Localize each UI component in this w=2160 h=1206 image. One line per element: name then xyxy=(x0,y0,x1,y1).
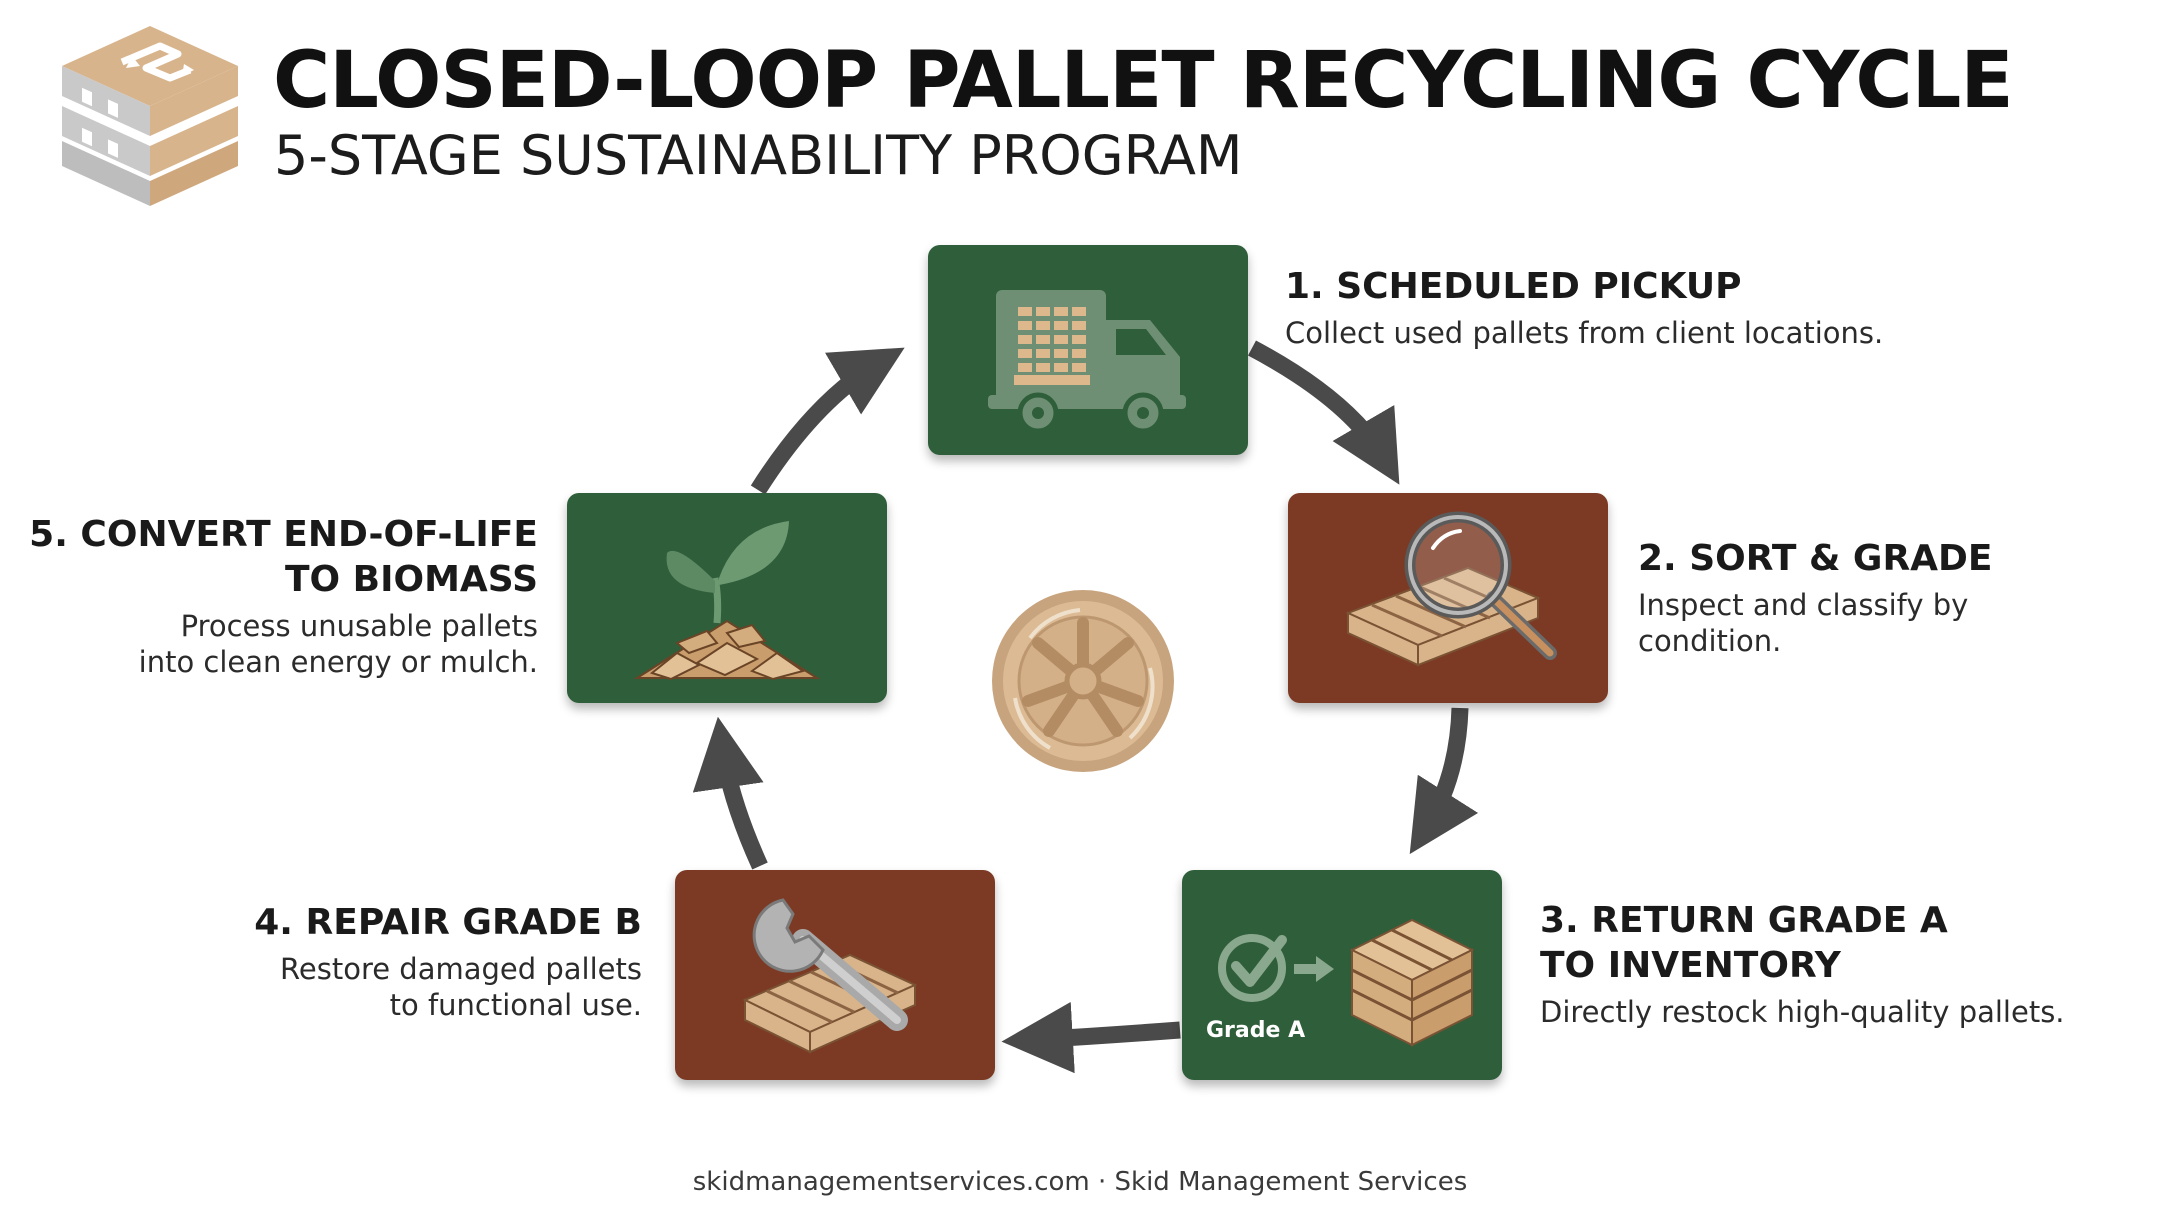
arrow-2-to-3 xyxy=(1409,707,1479,855)
page-title: CLOSED-LOOP PALLET RECYCLING CYCLE xyxy=(273,36,2014,126)
wrench-on-pallet-icon xyxy=(742,898,918,1054)
stage-4-description: Restore damaged pallets to functional us… xyxy=(280,952,642,1022)
arrow-5-to-1 xyxy=(750,347,905,495)
stage-3-title: 3. RETURN GRADE A TO INVENTORY xyxy=(1540,900,1948,986)
stage-5-description: Process unusable pallets into clean ener… xyxy=(138,609,538,679)
pallet-stack-recycle-logo xyxy=(60,26,240,206)
stage-3-card: Grade A xyxy=(1182,870,1502,1080)
checkmark-to-pallet-stack-icon xyxy=(1218,918,1475,1047)
grade-a-label: Grade A xyxy=(1206,1018,1306,1043)
sprout-on-wood-chips-icon xyxy=(633,521,821,681)
footer-attribution: skidmanagementservices.com · Skid Manage… xyxy=(692,1167,1468,1197)
stage-5-text: 5. CONVERT END-OF-LIFE TO BIOMASS Proces… xyxy=(29,512,538,680)
arrow-1-to-2 xyxy=(1248,340,1400,485)
stage-2-title: 2. SORT & GRADE xyxy=(1638,538,1993,579)
stage-1-card xyxy=(928,245,1248,455)
arrow-3-to-4 xyxy=(1001,1001,1181,1074)
stage-1-text: 1. SCHEDULED PICKUP Collect used pallets… xyxy=(1285,264,1883,351)
stage-4-card xyxy=(675,870,995,1080)
wooden-wheel-recycle-icon xyxy=(990,588,1176,774)
stage-2-description: Inspect and classify by condition. xyxy=(1638,588,1969,658)
stage-2-text: 2. SORT & GRADE Inspect and classify by … xyxy=(1638,536,1993,659)
stage-3-text: 3. RETURN GRADE A TO INVENTORY Directly … xyxy=(1540,898,2065,1030)
stage-4-text: 4. REPAIR GRADE B Restore damaged pallet… xyxy=(254,900,642,1023)
stage-1-description: Collect used pallets from client locatio… xyxy=(1285,316,1884,350)
stage-3-description: Directly restock high-quality pallets. xyxy=(1540,995,2065,1029)
stage-5-card xyxy=(567,493,887,703)
truck-with-pallet-icon xyxy=(988,290,1186,434)
magnifier-over-pallet-icon xyxy=(1345,511,1557,667)
stage-5-title: 5. CONVERT END-OF-LIFE TO BIOMASS xyxy=(29,514,538,600)
stage-2-card xyxy=(1288,493,1608,703)
arrow-4-to-5 xyxy=(692,716,768,870)
page-subtitle: 5-STAGE SUSTAINABILITY PROGRAM xyxy=(274,124,1243,187)
stage-1-title: 1. SCHEDULED PICKUP xyxy=(1285,266,1742,307)
stage-4-title: 4. REPAIR GRADE B xyxy=(254,902,642,943)
